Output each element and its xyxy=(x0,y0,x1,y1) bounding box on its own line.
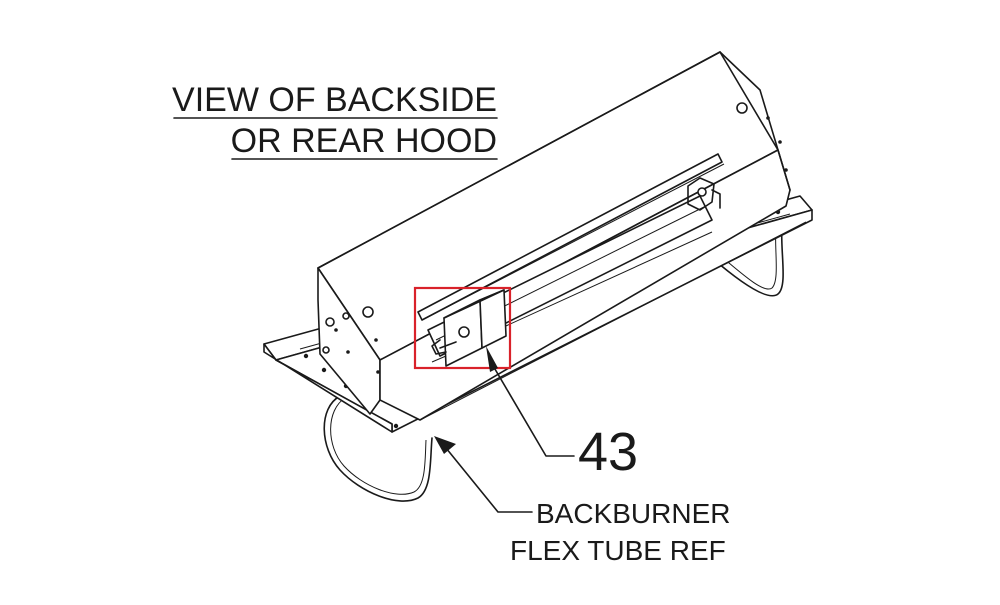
right-bracket xyxy=(687,177,721,211)
view-title: VIEW OF BACKSIDE OR REAR HOOD xyxy=(172,81,498,160)
part-43-bracket xyxy=(431,289,507,367)
view-title-line1: VIEW OF BACKSIDE xyxy=(172,81,497,119)
left-flex-tube xyxy=(323,395,433,502)
reference-label-line1: BACKBURNER xyxy=(536,498,730,529)
part-43-highlight-box xyxy=(413,286,512,370)
part-number-label: 43 xyxy=(578,422,638,482)
callout-43: 43 xyxy=(486,346,638,482)
view-title-line2: OR REAR HOOD xyxy=(231,122,497,160)
callout-backburner: BACKBURNER FLEX TUBE REF xyxy=(434,436,730,566)
reference-label-line2: FLEX TUBE REF xyxy=(510,535,726,566)
